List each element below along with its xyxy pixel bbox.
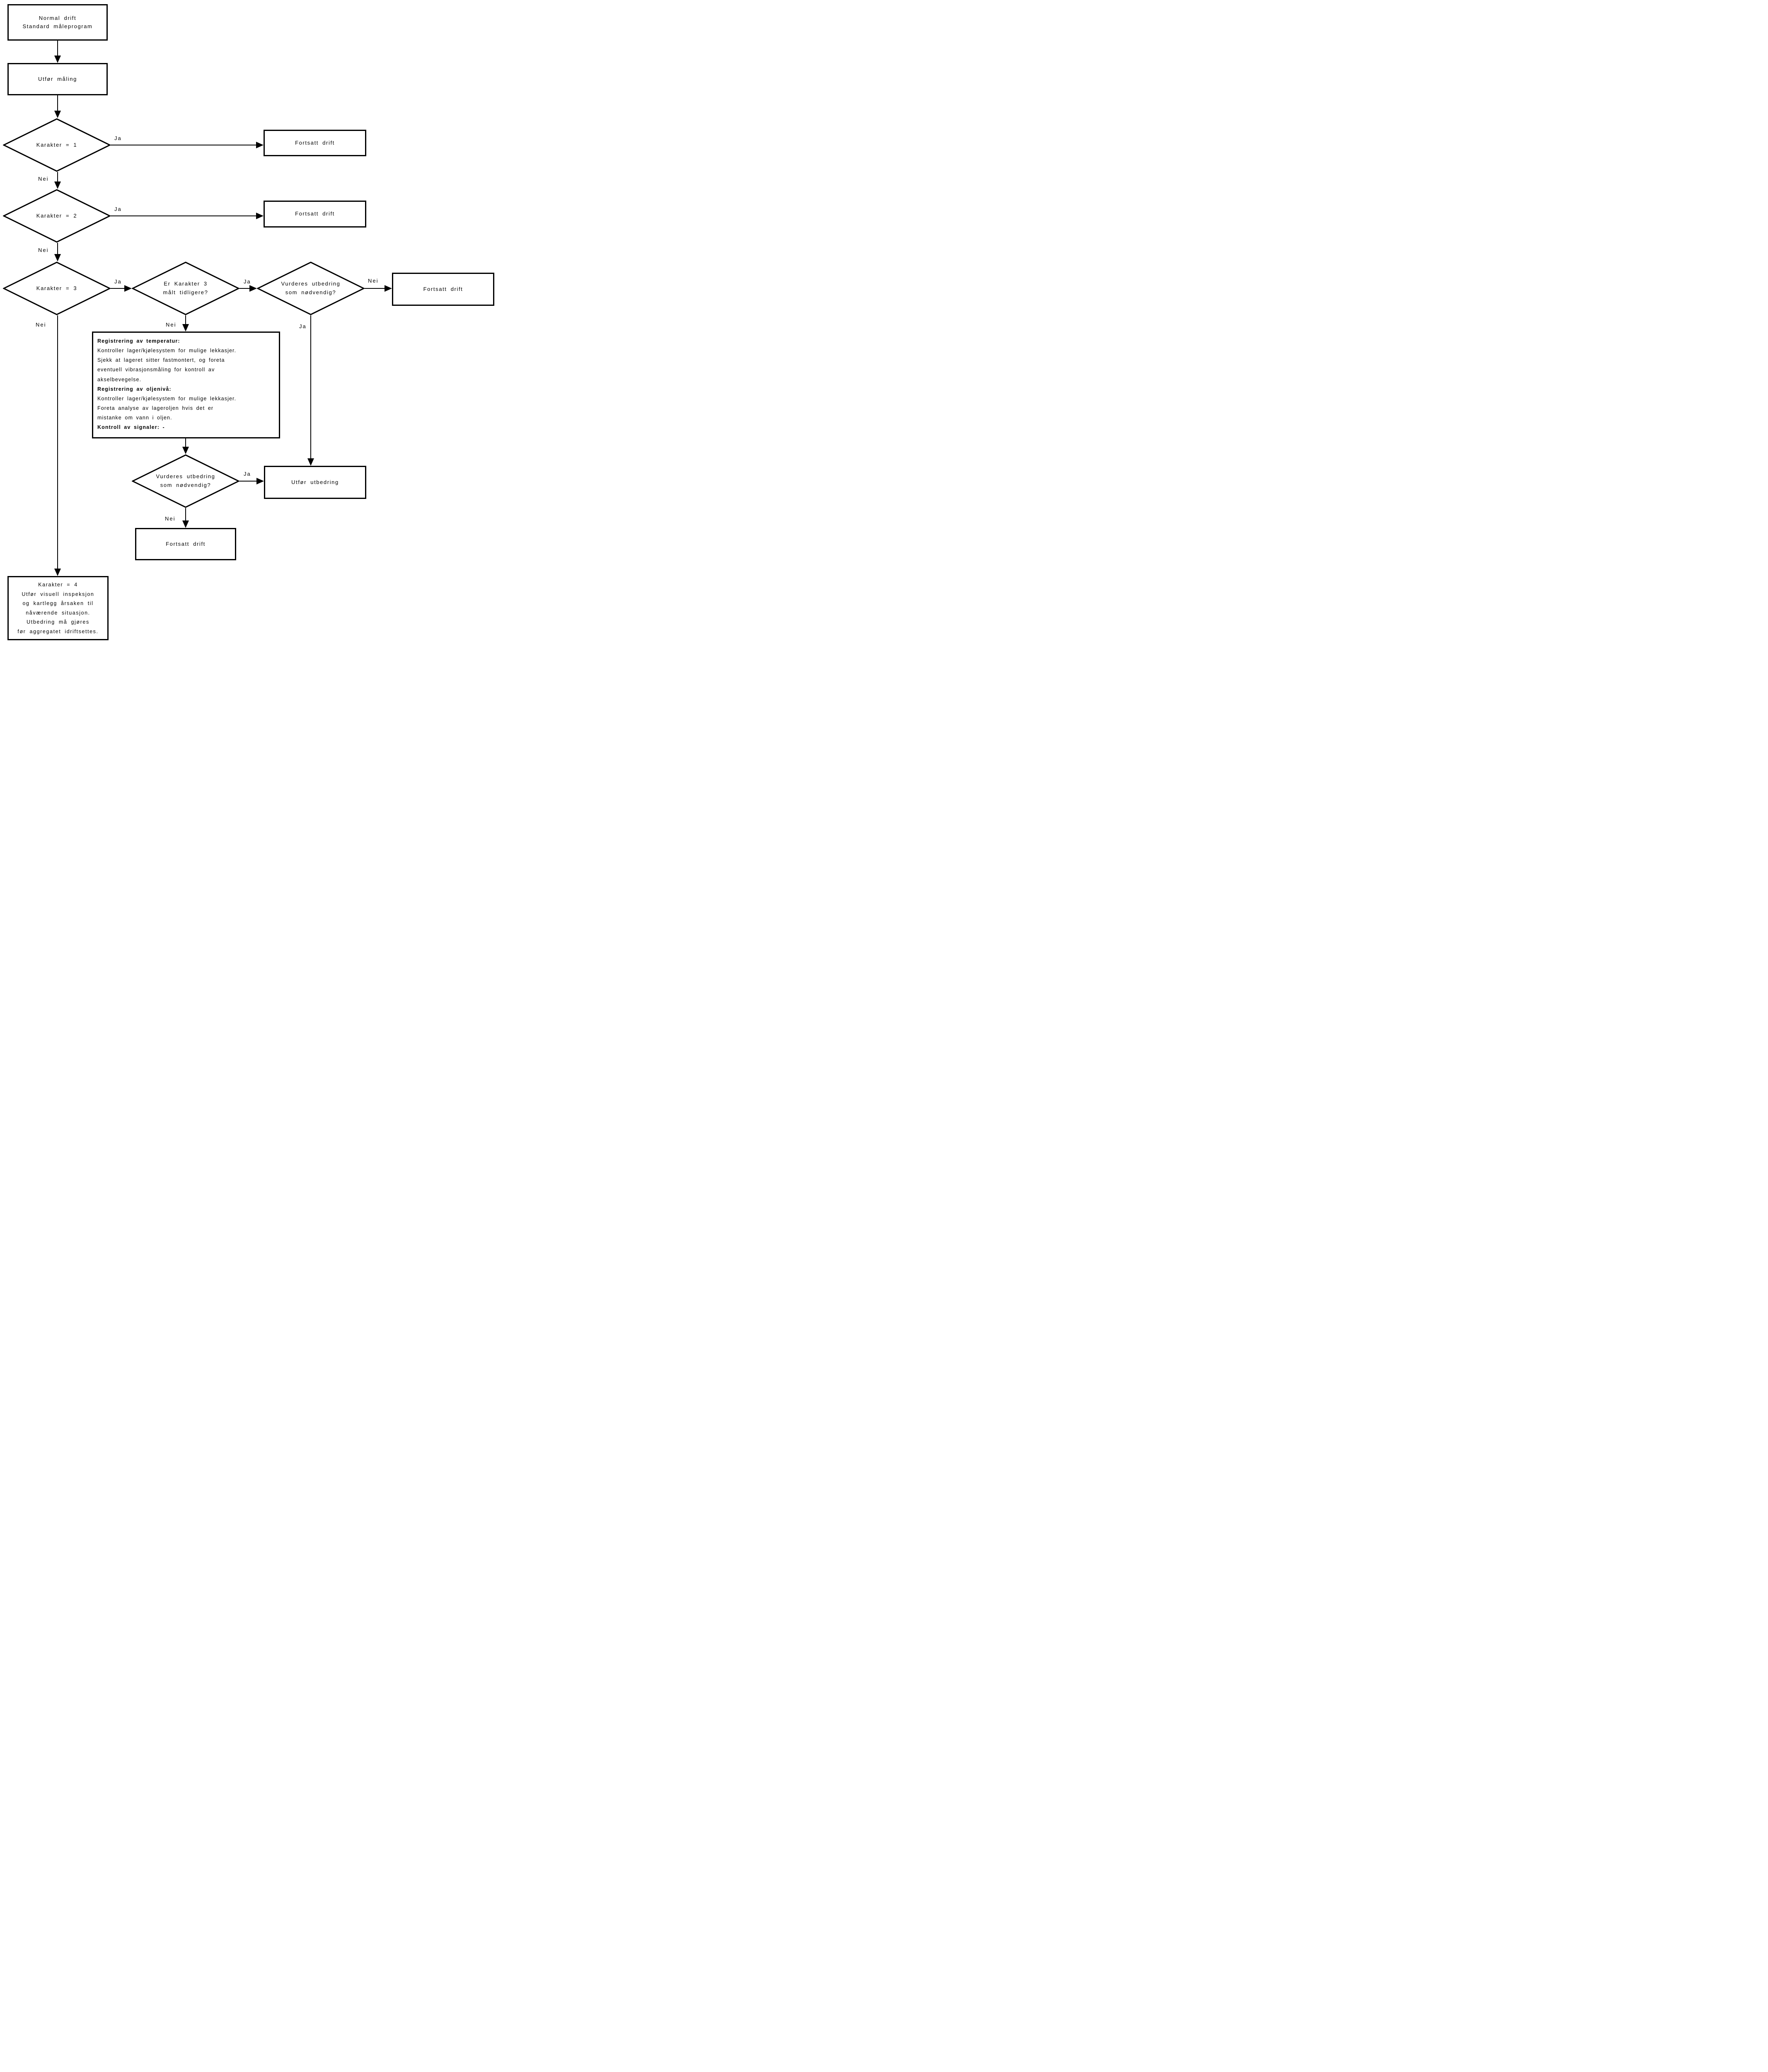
arrowhead-into-fortsatt-drift-4 [182, 520, 189, 528]
terminal-box-fortsatt-drift-3: Fortsatt drift [392, 273, 494, 306]
action-line-7: Foreta analyse av lageroljen hvis det er [97, 405, 214, 411]
diamond-shape [132, 261, 239, 315]
terminal-box-fortsatt-drift-3-label: Fortsatt drift [423, 286, 463, 292]
edge-label-nei-5: Nei [368, 278, 379, 284]
diamond-shape [257, 261, 365, 315]
connector-d6-nei [185, 508, 186, 520]
decision-diamond-karakter-3: Karakter = 3 [3, 261, 111, 315]
decision-diamond-vurderes-utbedring-1: Vurderes utbedring som nødvendig? [257, 261, 365, 315]
edge-label-ja-6: Ja [244, 471, 251, 477]
arrowhead-into-utbedring-top [307, 458, 314, 466]
decision-diamond-karakter-2: Karakter = 2 [3, 189, 111, 243]
action-line-8: mistanke om vann i oljen. [97, 415, 172, 421]
decision-diamond-malt-tidligere: Er Karakter 3 målt tidligere? [132, 261, 239, 315]
edge-label-ja-3: Ja [114, 278, 122, 285]
connector-d4-ja [239, 288, 249, 289]
decision-karakter-3-label: Karakter = 3 [36, 285, 77, 291]
arrowhead-into-fortsatt-drift-1 [256, 142, 264, 148]
k4-line-2: og kartlegg årsaken til [22, 600, 94, 606]
edge-label-ja-2: Ja [114, 206, 122, 212]
edge-label-nei-3: Nei [36, 322, 46, 328]
edge-label-nei-2: Nei [38, 247, 49, 253]
arrowhead-into-karakter4 [54, 569, 61, 576]
action-line-heading-signaler: Kontroll av signaler: - [97, 424, 165, 431]
terminal-box-fortsatt-drift-4-label: Fortsatt drift [166, 540, 206, 547]
arrowhead-into-d3 [54, 254, 61, 261]
process-box-utfor-utbedring: Utfør utbedring [264, 466, 366, 499]
decision-karakter-2-label: Karakter = 2 [36, 212, 77, 219]
diamond-shape [3, 261, 111, 315]
edge-label-nei-6: Nei [165, 516, 176, 522]
diamond-shape [132, 454, 239, 508]
arrowhead-into-fortsatt-drift-3 [385, 285, 392, 292]
connector-d5-nei [365, 288, 385, 289]
decision-diamond-vurderes-utbedring-2: Vurderes utbedring som nødvendig? [132, 454, 239, 508]
connector-d3-nei-to-karakter4 [57, 315, 58, 569]
arrowhead-into-utbedring-left [256, 478, 264, 484]
connector-d2-nei [57, 243, 58, 254]
connector-d6-ja [239, 481, 256, 482]
k4-line-4: Utbedring må gjøres [27, 619, 89, 625]
action-line-6: Kontroller lager/kjølesystem for mulige … [97, 395, 237, 402]
arrowhead-into-d6 [182, 447, 189, 454]
arrowhead-into-d2 [54, 182, 61, 189]
decision-vurderes-2-line1: Vurderes utbedring [156, 473, 215, 480]
process-box-normal-drift-line2: Standard måleprogram [22, 23, 93, 29]
arrowhead-into-measure [54, 56, 61, 63]
connector-d3-ja [111, 288, 124, 289]
decision-vurderes-1-line2: som nødvendig? [285, 289, 336, 295]
terminal-box-fortsatt-drift-4: Fortsatt drift [135, 528, 236, 560]
connector-d1-nei [57, 172, 58, 182]
k4-line-3: nåværende situasjon. [26, 610, 90, 616]
action-line-heading-oljeniva: Registrering av oljenivå: [97, 386, 172, 392]
diamond-shape [3, 189, 111, 243]
process-box-utfor-maling-label: Utfør måling [38, 75, 77, 82]
decision-vurderes-2-line2: som nødvendig? [160, 482, 211, 488]
edge-label-ja-4: Ja [244, 278, 251, 285]
process-box-utfor-maling: Utfør måling [7, 63, 108, 95]
connector-d2-ja [111, 215, 256, 216]
terminal-box-fortsatt-drift-1-label: Fortsatt drift [295, 139, 335, 146]
process-box-normal-drift: Normal drift Standard måleprogram [7, 4, 108, 41]
diamond-shape [3, 118, 111, 172]
edge-label-ja-1: Ja [114, 135, 122, 141]
connector-actions-to-d6 [185, 438, 186, 447]
decision-malt-tidligere-line2: målt tidligere? [163, 289, 208, 295]
arrowhead-into-d4 [124, 285, 132, 292]
arrowhead-into-fortsatt-drift-2 [256, 213, 264, 219]
process-box-karakter-4: Karakter = 4 Utfør visuell inspeksjon og… [7, 576, 109, 640]
connector-measure-to-d1 [57, 95, 58, 111]
k4-line-5: før aggregatet idriftsettes. [17, 628, 99, 634]
k4-line-0: Karakter = 4 [38, 582, 78, 588]
process-box-normal-drift-line1: Normal drift [39, 15, 77, 21]
decision-diamond-karakter-1: Karakter = 1 [3, 118, 111, 172]
decision-karakter-1-label: Karakter = 1 [36, 141, 77, 148]
terminal-box-fortsatt-drift-1: Fortsatt drift [264, 130, 366, 156]
process-box-utfor-utbedring-label: Utfør utbedring [291, 479, 339, 485]
connector-d5-ja-to-utbedring [310, 315, 311, 458]
k4-line-1: Utfør visuell inspeksjon [22, 591, 94, 597]
action-line-heading-temperatur: Registrering av temperatur: [97, 338, 180, 344]
decision-vurderes-1-line1: Vurderes utbedring [281, 281, 341, 287]
arrowhead-into-d1 [54, 111, 61, 118]
decision-malt-tidligere-line1: Er Karakter 3 [164, 281, 208, 287]
action-line-3: eventuell vibrasjonsmåling for kontroll … [97, 367, 215, 373]
connector-d4-nei [185, 315, 186, 324]
edge-label-ja-5: Ja [299, 323, 307, 329]
connector-start-to-measure [57, 41, 58, 56]
edge-label-nei-1: Nei [38, 176, 49, 182]
action-line-1: Kontroller lager/kjølesystem for mulige … [97, 348, 237, 354]
flowchart-canvas: Normal drift Standard måleprogram Utfør … [0, 0, 511, 664]
process-box-registrering-actions: Registrering av temperatur: Kontroller l… [92, 332, 280, 438]
arrowhead-into-d5 [249, 285, 257, 292]
edge-label-nei-4: Nei [166, 322, 177, 328]
action-line-2: Sjekk at lageret sitter fastmontert, og … [97, 357, 225, 363]
arrowhead-into-actions [182, 324, 189, 332]
action-line-4: akselbevegelse. [97, 376, 142, 382]
terminal-box-fortsatt-drift-2-label: Fortsatt drift [295, 211, 335, 217]
terminal-box-fortsatt-drift-2: Fortsatt drift [264, 201, 366, 228]
